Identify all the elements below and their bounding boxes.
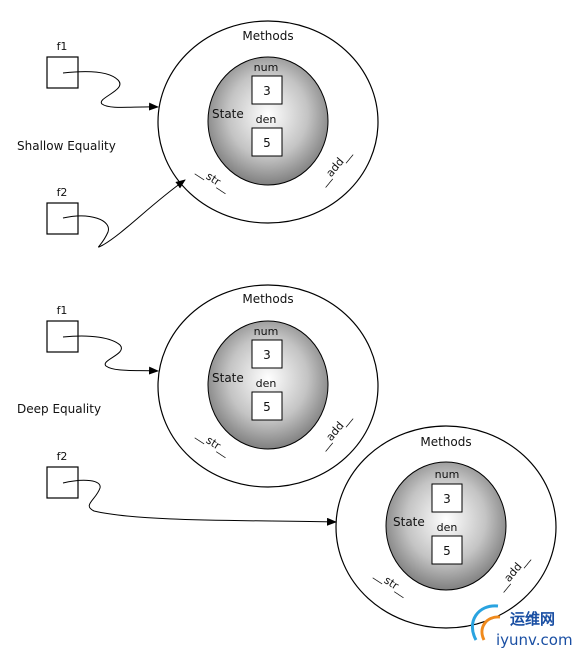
deep-object1-num-label: num <box>254 325 279 338</box>
shallow-f2-label: f2 <box>57 186 68 199</box>
deep-object1-den-value: 5 <box>263 400 271 414</box>
deep-object1-num-box <box>251 339 283 369</box>
shallow-den-box <box>251 127 283 157</box>
deep-object2-state-label: State <box>393 515 425 529</box>
deep-object-2: Methods State num 3 den 5 __str__ __add_… <box>335 425 557 629</box>
deep-f2-box <box>46 466 79 499</box>
shallow-f1-label: f1 <box>57 40 68 53</box>
deep-f2-reference-arrow <box>62 479 337 526</box>
deep-object2-den-box <box>431 535 463 565</box>
shallow-den-value: 5 <box>263 136 271 150</box>
deep-object1-den-label: den <box>256 377 277 390</box>
shallow-num-label: num <box>254 61 279 74</box>
deep-object1-state-label: State <box>212 371 244 385</box>
shallow-state-label: State <box>212 107 244 121</box>
deep-f2-label: f2 <box>57 450 68 463</box>
shallow-f2-box <box>46 202 79 235</box>
deep-object2-state-oval <box>385 461 507 591</box>
deep-object2-num-box <box>431 483 463 513</box>
deep-f1-reference-arrow <box>62 335 159 375</box>
deep-object1-state-oval <box>207 320 329 450</box>
deep-object2-den-value: 5 <box>443 544 451 558</box>
deep-object2-num-value: 3 <box>443 492 451 506</box>
deep-object2-num-label: num <box>435 468 460 481</box>
shallow-object: Methods State num 3 den 5 __str__ __add_… <box>157 20 379 224</box>
watermark-logo-icon <box>470 604 501 641</box>
shallow-den-label: den <box>256 113 277 126</box>
watermark-brand: 运维网 <box>510 610 555 628</box>
shallow-f2-reference-arrow <box>62 179 186 248</box>
deep-f1-label: f1 <box>57 304 68 317</box>
shallow-state-oval <box>207 56 329 186</box>
shallow-num-box <box>251 75 283 105</box>
shallow-f1-reference-arrow <box>62 71 159 111</box>
shallow-equality-title: Shallow Equality <box>17 139 116 153</box>
deep-object2-methods-label: Methods <box>420 435 471 449</box>
shallow-section: Shallow Equality f1 f2 Methods State num… <box>17 20 379 248</box>
deep-object-1: Methods State num 3 den 5 __str__ __add_… <box>157 284 379 488</box>
deep-section: Deep Equality f1 f2 Methods State num 3 … <box>17 284 557 629</box>
deep-equality-title: Deep Equality <box>17 402 101 416</box>
watermark-domain: iyunv.com <box>496 631 573 649</box>
deep-object1-num-value: 3 <box>263 348 271 362</box>
deep-object1-methods-label: Methods <box>242 292 293 306</box>
deep-object1-den-box <box>251 391 283 421</box>
shallow-num-value: 3 <box>263 84 271 98</box>
watermark: 运维网 iyunv.com <box>470 604 573 649</box>
shallow-methods-label: Methods <box>242 29 293 43</box>
deep-object2-den-label: den <box>437 521 458 534</box>
